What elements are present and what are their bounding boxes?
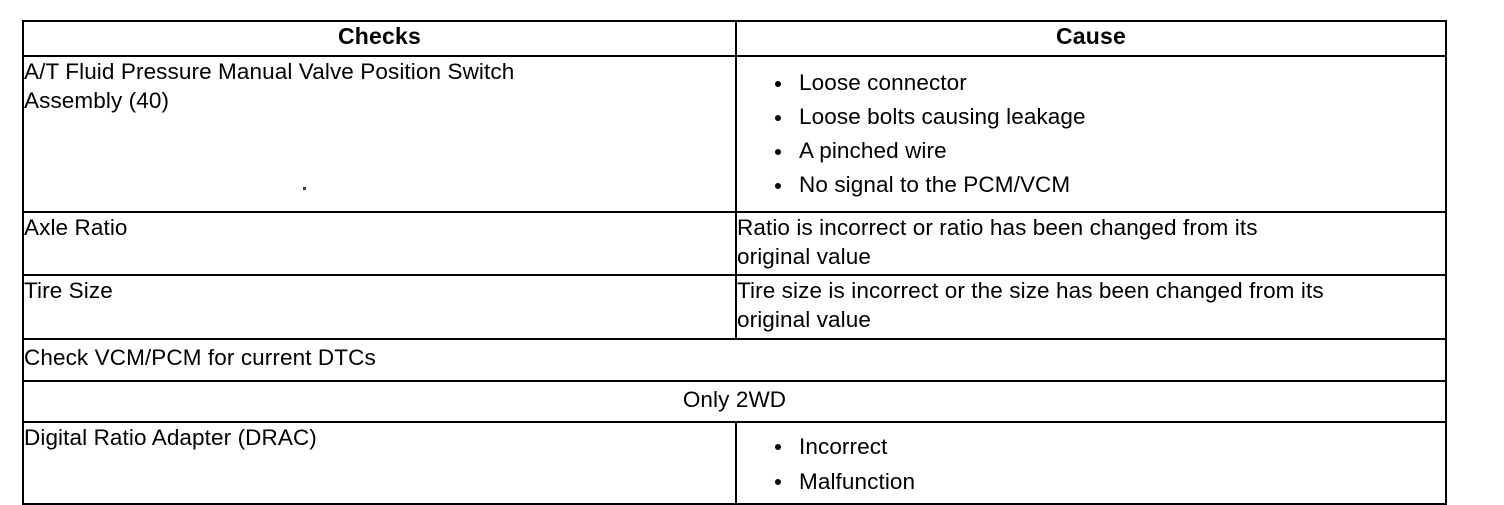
cause-cell-axle-ratio: Ratio is incorrect or ratio has been cha…	[735, 211, 1447, 276]
check-cell-tire-size: Tire Size	[22, 274, 737, 340]
table-row: A/T Fluid Pressure Manual Valve Position…	[22, 55, 1447, 213]
diagnostic-checks-table: Checks Cause A/T Fluid Pressure Manual V…	[22, 20, 1447, 505]
check-cell-axle-ratio: Axle Ratio	[22, 211, 737, 276]
cause-label: Tire size is incorrect or the size has b…	[737, 278, 1324, 332]
cause-bullet-list: Incorrect Malfunction	[737, 423, 1445, 503]
document-page: Checks Cause A/T Fluid Pressure Manual V…	[22, 20, 1447, 505]
list-item: No signal to the PCM/VCM	[737, 168, 1445, 202]
table-row: Digital Ratio Adapter (DRAC) Incorrect M…	[22, 421, 1447, 505]
table-row: Only 2WD	[22, 380, 1447, 423]
check-label: Axle Ratio	[24, 215, 128, 240]
check-label: A/T Fluid Pressure Manual Valve Position…	[24, 59, 515, 113]
check-cell-switch-assembly: A/T Fluid Pressure Manual Valve Position…	[22, 55, 737, 213]
check-cell-drac: Digital Ratio Adapter (DRAC)	[22, 421, 737, 505]
table-row: Axle Ratio Ratio is incorrect or ratio h…	[22, 211, 1447, 276]
table-row: Tire Size Tire size is incorrect or the …	[22, 274, 1447, 340]
cause-label: Ratio is incorrect or ratio has been cha…	[737, 215, 1258, 269]
column-header-cause-label: Cause	[1055, 23, 1127, 49]
table-header-row: Checks Cause	[22, 20, 1447, 57]
column-header-cause: Cause	[735, 20, 1447, 57]
list-item: Malfunction	[737, 464, 1445, 499]
cause-cell-switch-assembly: Loose connector Loose bolts causing leak…	[735, 55, 1447, 213]
list-item: A pinched wire	[737, 134, 1445, 168]
column-header-checks-label: Checks	[337, 23, 422, 49]
check-cell-vcm-pcm-dtcs: Check VCM/PCM for current DTCs	[22, 338, 1447, 382]
column-header-checks: Checks	[22, 20, 737, 57]
cause-cell-tire-size: Tire size is incorrect or the size has b…	[735, 274, 1447, 340]
cause-cell-drac: Incorrect Malfunction	[735, 421, 1447, 505]
check-label: Check VCM/PCM for current DTCs	[24, 345, 376, 370]
check-label: Tire Size	[24, 278, 113, 303]
check-label: Digital Ratio Adapter (DRAC)	[24, 425, 317, 450]
table-row: Check VCM/PCM for current DTCs	[22, 338, 1447, 382]
list-item: Loose bolts causing leakage	[737, 100, 1445, 134]
scan-artifact-speck	[303, 187, 306, 190]
list-item: Incorrect	[737, 429, 1445, 464]
section-divider-label: Only 2WD	[682, 387, 787, 412]
list-item: Loose connector	[737, 66, 1445, 100]
cause-bullet-list: Loose connector Loose bolts causing leak…	[737, 57, 1445, 211]
section-divider-only-2wd: Only 2WD	[22, 380, 1447, 423]
